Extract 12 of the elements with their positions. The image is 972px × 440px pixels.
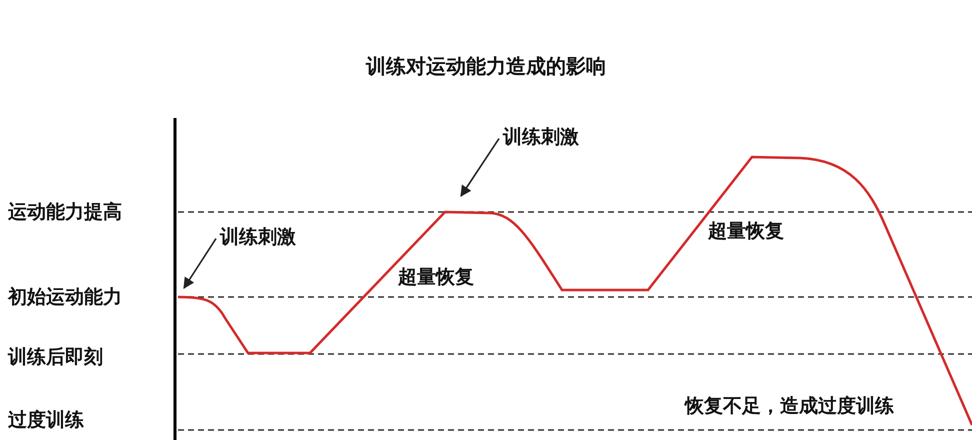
chart-title: 训练对运动能力造成的影响 (364, 54, 607, 78)
leader-arrow (183, 238, 217, 289)
annotation-text: 训练刺激 (503, 126, 579, 149)
leader-arrow (460, 138, 500, 197)
phase-label: 超量恢复 (398, 266, 474, 289)
annotation-text: 恢复不足，造成过度训练 (685, 395, 894, 418)
level-label: 过度训练 (8, 409, 84, 432)
phase-label: 超量恢复 (708, 220, 784, 243)
annotation-text: 训练刺激 (220, 226, 296, 249)
level-label: 运动能力提高 (8, 201, 122, 224)
level-label: 训练后即刻 (8, 346, 103, 369)
level-label: 初始运动能力 (8, 286, 122, 309)
